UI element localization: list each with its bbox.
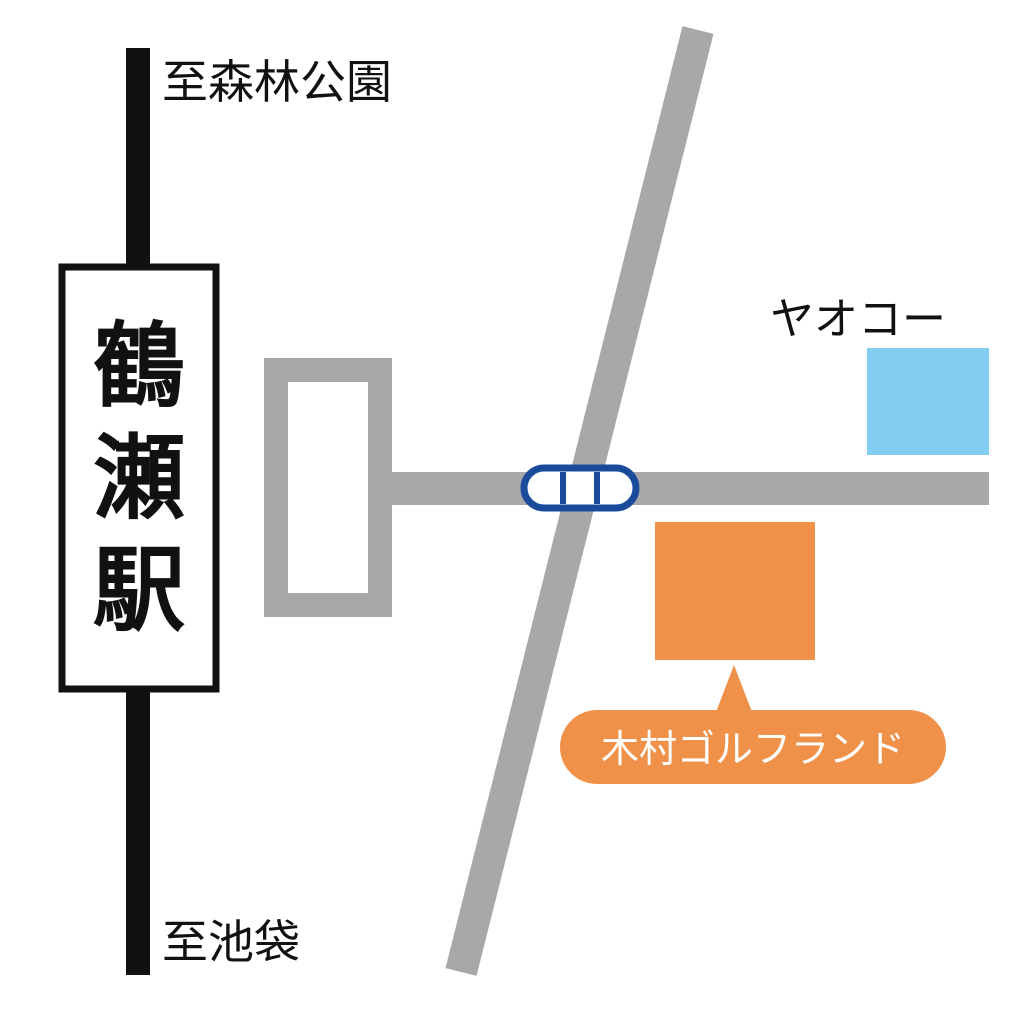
golf-label: 木村ゴルフランド [601, 727, 905, 771]
traffic-light-lamp [568, 476, 592, 500]
station-name-char-2: 瀬 [93, 425, 185, 532]
station-sign [58, 263, 220, 693]
station-name-char-1: 鶴 [93, 313, 185, 420]
golf-callout-pointer [716, 665, 752, 712]
golf-building [655, 522, 815, 660]
direction-south-label: 至池袋 [162, 915, 300, 969]
traffic-light-lamp [602, 476, 626, 500]
side-road [375, 472, 989, 505]
direction-north-label: 至森林公園 [162, 55, 392, 109]
station-rotary [264, 358, 392, 617]
yaoko-label: ヤオコー [770, 294, 946, 345]
station-name-char-3: 駅 [93, 537, 185, 644]
traffic-light-lamp [534, 476, 558, 500]
golf-callout [560, 710, 946, 784]
traffic-light-icon [520, 464, 640, 512]
yaoko-building [867, 348, 989, 455]
